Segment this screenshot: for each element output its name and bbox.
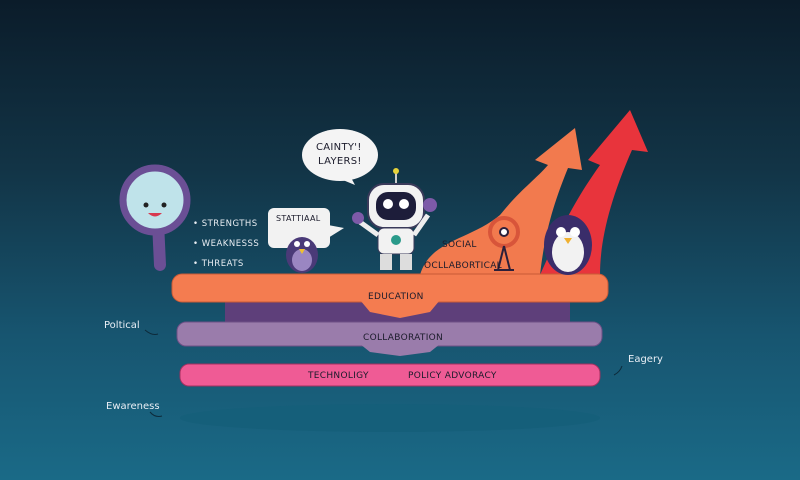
layer-bottom <box>179 363 601 387</box>
robot-bubble-line2: LAYERS! <box>318 156 362 167</box>
layer-collaboration-label: COLLABORATION <box>363 333 444 343</box>
orange-arrow <box>420 128 582 275</box>
social-label: SOCIAL <box>442 240 477 250</box>
layer-policy-label: POLICY ADVORACY <box>408 371 497 381</box>
political-label: Poltical <box>104 320 140 331</box>
eagery-label: Eagery <box>628 354 663 365</box>
swot-threats: • THREATS <box>193 259 244 269</box>
robot-bubble-line1: CAINTY'! <box>316 142 362 153</box>
magnifier-icon <box>119 164 191 271</box>
swot-weakness: • WEAKNESSS <box>193 239 260 249</box>
robot-icon <box>352 168 437 270</box>
collab-label: OCLLABORTICAL <box>424 261 502 271</box>
penguin-large-icon <box>544 215 592 275</box>
penguin-bubble-text: STATTIAAL <box>276 214 321 223</box>
layer-education-label: EDUCATION <box>368 292 424 302</box>
ground-shadow <box>180 404 600 432</box>
wheel-icon <box>488 216 520 271</box>
layer-technology-label: TECHNOLIGY <box>308 371 369 381</box>
penguin-small-icon <box>286 237 318 273</box>
awareness-label: Ewareness <box>106 401 160 412</box>
swot-strengths: • STRENGTHS <box>193 219 258 229</box>
